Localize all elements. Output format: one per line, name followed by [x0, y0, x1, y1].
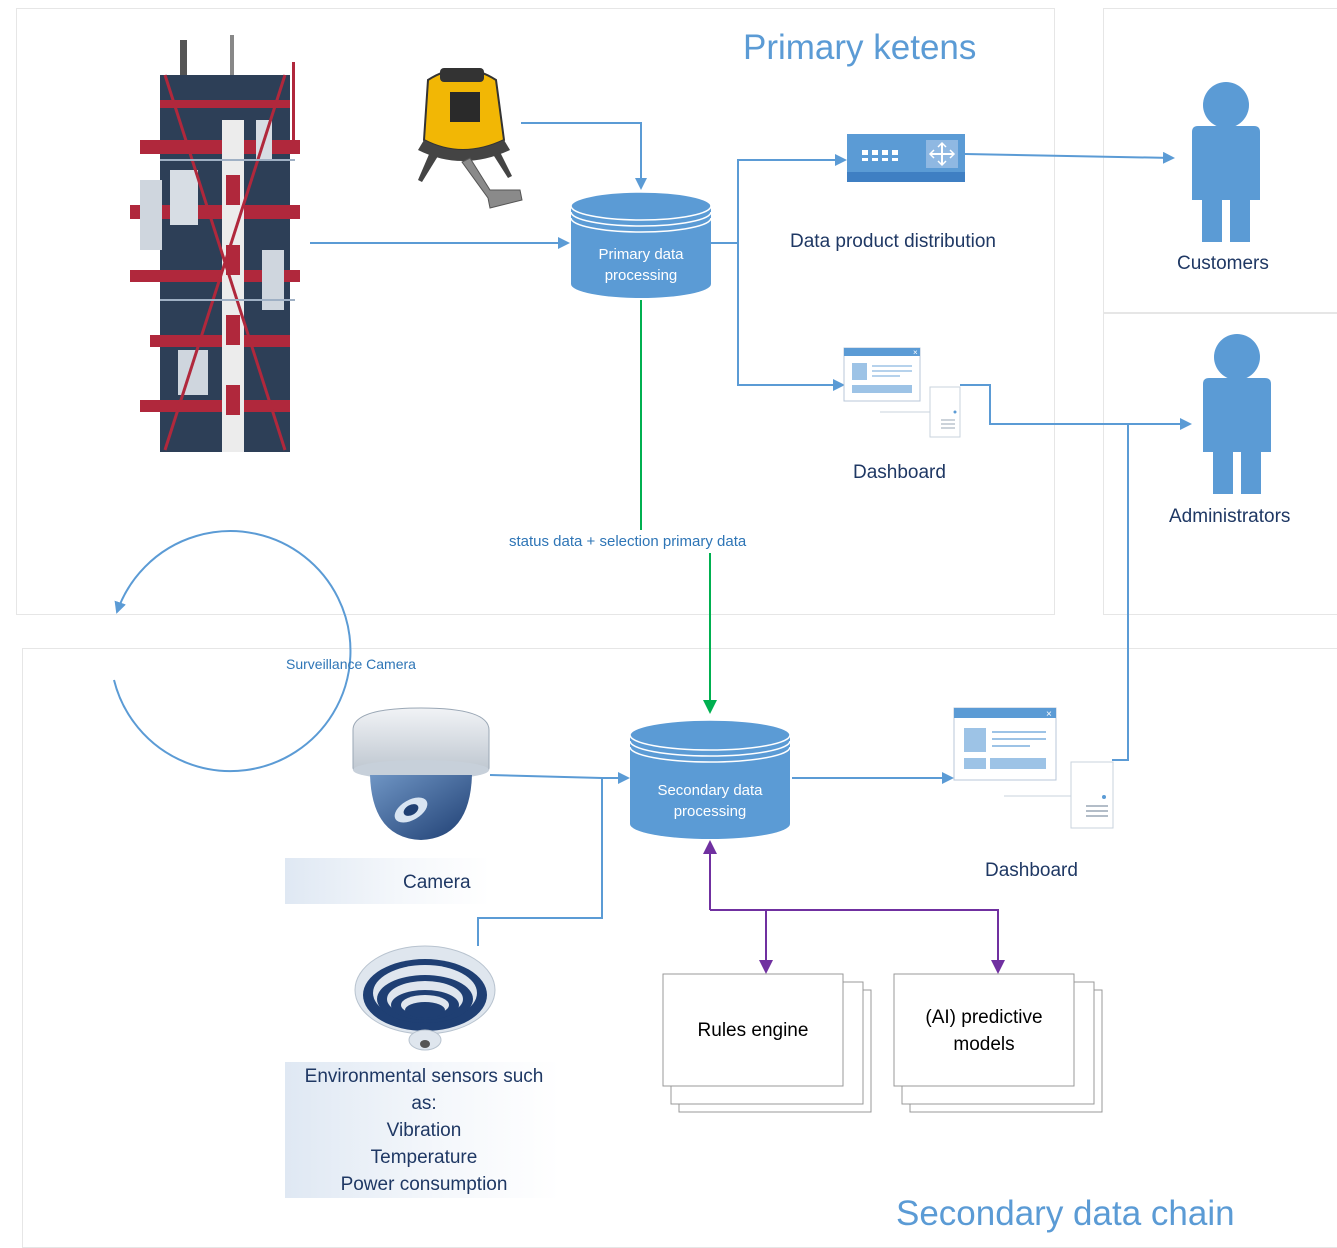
connector-secondary-to-rules	[710, 909, 773, 974]
svg-text:×: ×	[1046, 709, 1052, 720]
customers-label: Customers	[1177, 253, 1269, 274]
environmental-sensor-icon	[354, 945, 496, 1051]
rules-engine-label: Rules engine	[663, 1017, 843, 1044]
status-data-label: status data + selection primary data	[509, 533, 747, 550]
svg-text:×: ×	[913, 348, 918, 357]
camera-label: Camera	[403, 872, 471, 893]
connector-distribution-to-customers	[964, 151, 1175, 164]
dashboard-secondary-label: Dashboard	[985, 860, 1078, 881]
connector-sensors-to-secondary	[477, 772, 630, 946]
gnss-receiver-illustration	[418, 68, 523, 209]
connector-primary-to-distribution	[710, 154, 847, 244]
primary-processing-cylinder	[570, 191, 712, 298]
primary-chain-title: Primary ketens	[743, 28, 977, 67]
connector-dashboard-to-administrators	[960, 384, 1192, 430]
rules-engine-stack	[662, 973, 872, 1113]
sensors-line-4: Temperature	[370, 1147, 478, 1168]
connector-secondary-to-ai	[766, 909, 1005, 974]
ai-models-line-2: models	[953, 1034, 1015, 1055]
distribution-label: Data product distribution	[790, 231, 996, 252]
sensors-label: Environmental sensors such as: Vibration…	[285, 1063, 563, 1198]
secondary-processing-cylinder	[629, 719, 791, 839]
router-icon	[847, 134, 965, 182]
telecom-tower-illustration	[130, 35, 300, 452]
secondary-processing-line-2: processing	[673, 803, 747, 820]
camera-caption-box	[285, 858, 490, 904]
rules-engine-text: Rules engine	[697, 1020, 809, 1041]
surveillance-camera-label: Surveillance Camera	[286, 656, 416, 672]
sensors-caption-box	[285, 1062, 560, 1198]
primary-processing-line-2: processing	[604, 267, 678, 284]
ai-models-stack	[893, 973, 1103, 1113]
connector-primary-to-dashboard	[737, 243, 845, 391]
dashboard-primary-label: Dashboard	[853, 462, 946, 483]
dashboard-icon-primary: ×	[843, 347, 961, 438]
customers-person-icon	[1192, 82, 1260, 242]
connector-dashboard2-to-administrators	[1112, 424, 1129, 761]
sensors-line-2: as:	[411, 1093, 437, 1114]
secondary-processing-line-1: Secondary data	[657, 782, 763, 799]
ai-models-label: (AI) predictive models	[894, 1004, 1074, 1058]
secondary-chain-title: Secondary data chain	[896, 1194, 1235, 1233]
connector-camera-to-secondary	[489, 774, 603, 779]
connector-gnss-to-primary	[521, 122, 647, 190]
primary-processing-label: Primary data processing	[571, 244, 711, 286]
ai-models-line-1: (AI) predictive	[925, 1007, 1043, 1028]
administrators-person-icon	[1203, 334, 1271, 494]
secondary-processing-label: Secondary data processing	[630, 780, 790, 822]
sensors-line-1: Environmental sensors such	[304, 1066, 544, 1087]
sensors-line-5: Power consumption	[340, 1174, 508, 1195]
primary-processing-line-1: Primary data	[598, 246, 684, 263]
sensors-line-3: Vibration	[386, 1120, 462, 1141]
dome-camera-icon	[352, 707, 490, 840]
dashboard-icon-secondary: ×	[953, 707, 1114, 829]
surveillance-circle-arrow	[113, 530, 352, 773]
administrators-label: Administrators	[1169, 506, 1291, 527]
